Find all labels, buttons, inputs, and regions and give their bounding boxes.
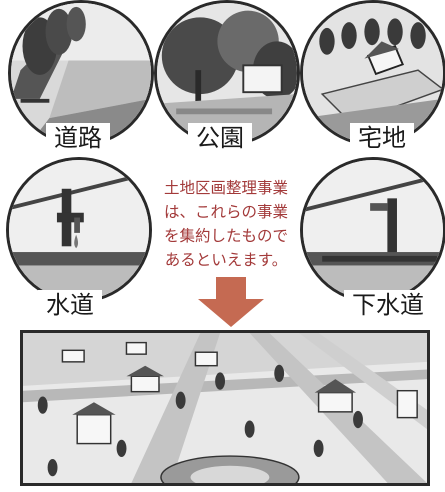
park-label: 公園 (188, 123, 252, 153)
residential-illustration (300, 0, 445, 146)
explanation-line: 土地区画整理事業 (163, 179, 288, 197)
explanation-line: を集約したもので (163, 227, 288, 245)
water-supply-illustration (6, 157, 152, 303)
water-label: 水道 (38, 290, 102, 320)
road-illustration (8, 0, 154, 146)
road-label: 道路 (46, 123, 110, 153)
explanation-text: 土地区画整理事業 は、これらの事業 を集約したもので あるといえます。 (150, 176, 302, 272)
sewer-illustration (300, 157, 445, 303)
explanation-line: は、これらの事業 (163, 203, 288, 221)
town-illustration (20, 330, 430, 486)
explanation-line: あるといえます。 (164, 251, 288, 269)
sewer-label: 下水道 (344, 290, 432, 320)
residential-label: 宅地 (350, 123, 414, 153)
down-arrow-icon (198, 277, 264, 327)
